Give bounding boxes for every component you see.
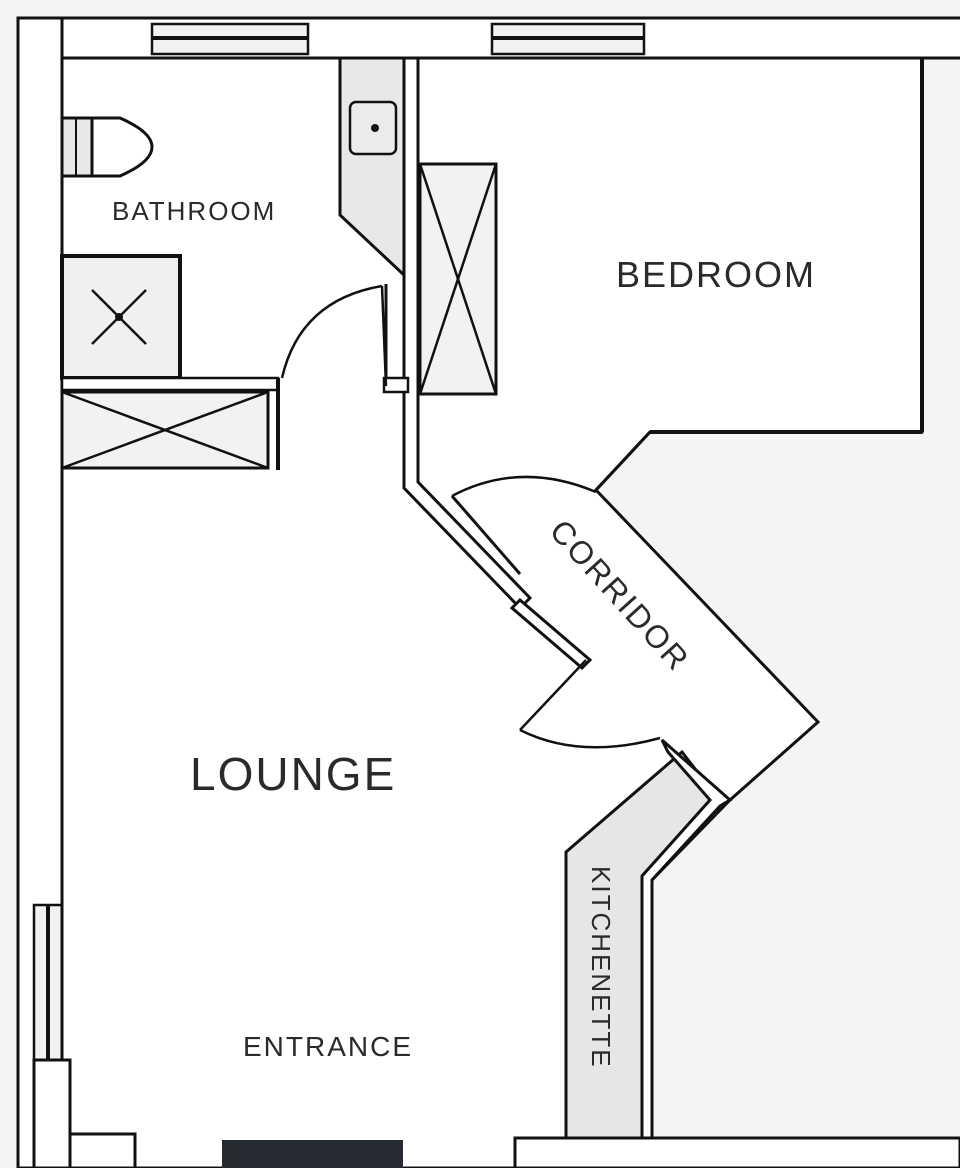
bathroom-door-swing [280,284,383,379]
room-label-entrance: ENTRANCE [243,1031,413,1062]
room-label-bathroom: BATHROOM [112,196,276,226]
corridor-lounge-wall [509,597,593,671]
lounge-cupboard [60,390,270,470]
door-jamb-block [382,376,410,394]
lounge-door-swing [519,728,661,749]
bathroom-bottom-wall [60,376,280,392]
top-window-left [150,22,310,56]
toilet-icon [60,116,154,178]
room-label-lounge: LOUNGE [190,748,396,800]
bedroom-door-swing [451,475,597,498]
bedroom-wardrobe [418,162,498,396]
room-label-kitchenette: KITCHENETTE [586,866,616,1069]
entrance-walls [32,1058,960,1168]
bathroom-duct [338,56,406,279]
entrance-door-mat [222,1140,403,1168]
top-window-right [490,22,646,56]
corridor-top-wall [594,430,652,492]
shower-icon [60,254,182,380]
room-label-bedroom: BEDROOM [616,254,816,295]
bathroom-bedroom-partition [402,56,533,611]
